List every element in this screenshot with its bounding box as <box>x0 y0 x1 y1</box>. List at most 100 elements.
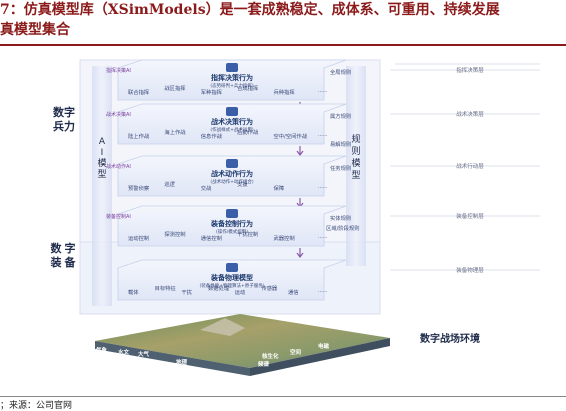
layer-module-icon <box>226 159 238 168</box>
layer-ai-tag: 战术决策AI <box>106 111 131 118</box>
layer-item: 联合指挥 <box>128 88 150 96</box>
layer-rule-tag: 实体规则 <box>330 214 351 222</box>
title-divider <box>0 44 566 46</box>
layer-item: 通信 <box>288 288 299 296</box>
digital-equipment-label: 数字装备 <box>50 241 77 269</box>
layer-item: 陆上作战 <box>128 132 150 140</box>
layer-item: 支援 <box>237 180 248 188</box>
environment-tag: 大气 <box>138 350 150 358</box>
layer-item: 探测控制 <box>164 230 185 238</box>
layer-item: 保障 <box>273 184 284 192</box>
layer-right-label: 战术行动层 <box>456 162 484 170</box>
layer-ellipsis: ...... <box>318 184 328 190</box>
layer-item: 通信控制 <box>201 234 222 242</box>
layer-item: 空中/空间作战 <box>273 132 307 140</box>
layer-plate <box>117 59 347 101</box>
layer-item: 海上作战 <box>164 128 186 136</box>
layer-subtitle: (装备性能+物理算法+原子服务) <box>199 282 264 289</box>
extra-rule-strategy: 易解规则 <box>330 140 351 148</box>
layer-item: 合成指挥 <box>237 84 259 92</box>
layer-subtitle: (态势研判+兵力指挥) <box>210 82 254 89</box>
report-title-line1: 7：仿真模型库（XSimModels）是一套成熟稳定、成体系、可重用、持续发展 <box>0 2 500 18</box>
footer-divider <box>0 396 566 397</box>
layer-item: 军种指挥 <box>201 88 223 96</box>
layer-item: 信息作战 <box>201 132 223 140</box>
layer-title: 战术动作行为 <box>211 169 253 178</box>
digital-force-label: 数字兵力 <box>53 105 75 133</box>
layer-right-label: 装备物理层 <box>456 266 484 274</box>
digital-battlefield-label: 数字战场环境 <box>420 332 480 345</box>
layer-subtitle: (战术动作+动作组合) <box>210 178 254 185</box>
layer-plate <box>117 103 347 145</box>
mountain-peak <box>200 318 245 336</box>
layer-module-icon <box>226 209 238 218</box>
layer-ai-tag: 战术动作AI <box>106 163 131 170</box>
layer-module-icon <box>226 63 238 72</box>
layer-right-label: 指挥决策层 <box>456 66 484 74</box>
environment-tag: 气象 <box>95 346 108 354</box>
layer-right-label: 装备控制层 <box>456 212 484 220</box>
layer-rule-tag: 任务规则 <box>330 164 351 172</box>
environment-tag: 地理 <box>176 358 188 366</box>
environment-tag: 核生化 <box>262 352 279 360</box>
layer-item: 战区指挥 <box>164 84 186 92</box>
ai-model-band <box>92 66 112 306</box>
layer-ellipsis: ...... <box>318 132 328 138</box>
layer-item: 传感器 <box>261 284 278 292</box>
terrain-side-edge <box>250 338 390 376</box>
report-title-line2: 真模型集合 <box>0 22 70 38</box>
layer-item: 载体 <box>128 288 139 296</box>
layer-item: 运动控制 <box>128 234 149 242</box>
layer-item: 运动 <box>235 288 246 296</box>
layer-module-icon <box>226 263 238 272</box>
layer-title: 战术决策行为 <box>211 117 253 126</box>
layer-item: 后勤作战 <box>237 128 259 136</box>
layer-rule-tag: 属方规则 <box>330 112 351 120</box>
layer-subtitle: (作战样式+战术运用) <box>210 126 254 133</box>
layer-ai-tag: 装备控制AI <box>106 213 131 220</box>
layer-down-arrow <box>296 248 304 258</box>
layer-title: 指挥决策行为 <box>211 73 253 82</box>
layer-item: 干扰控制 <box>237 230 258 238</box>
layer-item: 预警侦察 <box>128 184 150 192</box>
layer-ellipsis: ...... <box>318 234 328 240</box>
layer-ai-tag: 指挥决策AI <box>106 67 131 74</box>
layer-plate <box>117 155 347 197</box>
layer-item: 数据处理 <box>208 284 230 292</box>
environment-tag: 电磁 <box>318 342 330 350</box>
layer-title: 装备控制行为 <box>210 219 253 228</box>
layer-plate <box>117 205 347 247</box>
rule-model-label: 规则模型 <box>351 134 360 181</box>
layer-subtitle: (操作/模式控制) <box>216 228 248 235</box>
environment-tag: 频谱 <box>258 360 270 368</box>
rule-model-band <box>346 66 366 266</box>
source-note: ；来源：公司官网 <box>0 401 73 411</box>
layer-item: 交战 <box>201 184 212 192</box>
layer-item: 干扰 <box>181 288 192 296</box>
terrain-front-edge <box>95 341 250 376</box>
environment-tag: 水文 <box>118 348 130 356</box>
environment-tag: 空间 <box>290 348 302 356</box>
battlefield-terrain <box>95 314 390 368</box>
report-title: 7：仿真模型库（XSimModels）是一套成熟稳定、成体系、可重用、持续发展 … <box>0 0 566 40</box>
layer-module-icon <box>226 107 238 116</box>
layer-plate <box>117 259 347 301</box>
layer-title: 装备物理模型 <box>210 273 253 282</box>
layer-item: 兵种指挥 <box>273 88 295 96</box>
layer-ellipsis: ...... <box>318 288 328 294</box>
layer-item: 武器控制 <box>273 234 294 242</box>
layer-item: 目标特征 <box>155 284 177 292</box>
layer-item: 巡逻 <box>164 180 175 188</box>
extra-rule-zone: 区域/阶段规则 <box>326 224 360 232</box>
layer-down-arrow <box>296 146 304 156</box>
layer-ellipsis: ...... <box>318 88 328 94</box>
layer-right-label: 战术决策层 <box>456 110 484 118</box>
layer-rule-tag: 全局规则 <box>330 68 351 76</box>
